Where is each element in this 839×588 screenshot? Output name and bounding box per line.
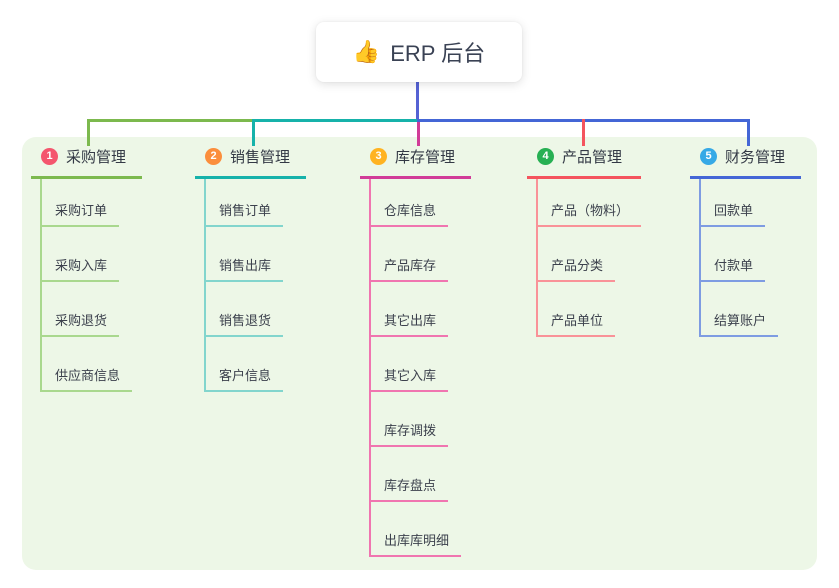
sub-node: 出库库明细 (371, 502, 471, 557)
branch-children: 回款单 付款单 结算账户 (699, 179, 801, 337)
sub-node-label[interactable]: 付款单 (701, 255, 766, 282)
sub-node-label[interactable]: 其它出库 (371, 310, 449, 337)
branch-title[interactable]: 1 采购管理 (31, 146, 143, 179)
sub-node: 产品单位 (538, 282, 641, 337)
sub-node: 付款单 (701, 227, 801, 282)
branch-number-badge: 5 (700, 148, 717, 165)
sub-node-label[interactable]: 销售出库 (206, 255, 284, 282)
sub-node: 库存调拨 (371, 392, 471, 447)
sub-node: 销售订单 (206, 179, 306, 227)
sub-node-label[interactable]: 产品库存 (371, 255, 449, 282)
sub-node: 采购退货 (42, 282, 142, 337)
thumbs-up-icon: 👍 (352, 39, 381, 64)
root-node-label: ERP 后台 (390, 41, 486, 66)
connector-line (582, 119, 585, 146)
sub-node: 供应商信息 (42, 337, 142, 392)
sub-node: 其它出库 (371, 282, 471, 337)
branch-title-label: 采购管理 (66, 149, 127, 166)
branch-title[interactable]: 5 财务管理 (690, 146, 802, 179)
branch-children: 销售订单 销售出库 销售退货 客户信息 (204, 179, 306, 392)
connector-line (417, 122, 420, 146)
connector-line (747, 119, 750, 146)
branch-number-badge: 2 (205, 148, 222, 165)
sub-node-label[interactable]: 供应商信息 (42, 365, 133, 392)
sub-node: 产品库存 (371, 227, 471, 282)
branch-number-badge: 1 (41, 148, 58, 165)
root-node-erp-backend[interactable]: 👍 ERP 后台 (316, 22, 522, 82)
sub-node-label[interactable]: 出库库明细 (371, 530, 462, 557)
sub-node: 销售退货 (206, 282, 306, 337)
branch-node: 5 财务管理 回款单 付款单 结算账户 (690, 146, 802, 337)
branch-title-label: 财务管理 (725, 149, 786, 166)
branch-node: 3 库存管理 仓库信息 产品库存 其它出库 其它入库 库存调拨 库存盘点 出库库… (360, 146, 472, 557)
sub-node-label[interactable]: 库存调拨 (371, 420, 449, 447)
sub-node: 其它入库 (371, 337, 471, 392)
sub-node-label[interactable]: 销售退货 (206, 310, 284, 337)
branch-title-label: 销售管理 (230, 149, 291, 166)
branch-children: 采购订单 采购入库 采购退货 供应商信息 (40, 179, 142, 392)
sub-node-label[interactable]: 产品（物料） (538, 200, 642, 227)
branch-title[interactable]: 3 库存管理 (360, 146, 472, 179)
connector-line (252, 119, 255, 146)
sub-node: 产品（物料） (538, 179, 642, 227)
branch-children: 产品（物料） 产品分类 产品单位 (536, 179, 642, 337)
branch-node: 4 产品管理 产品（物料） 产品分类 产品单位 (527, 146, 642, 337)
sub-node: 回款单 (701, 179, 801, 227)
sub-node-label[interactable]: 采购入库 (42, 255, 120, 282)
sub-node: 销售出库 (206, 227, 306, 282)
sub-node: 结算账户 (701, 282, 801, 337)
sub-node: 仓库信息 (371, 179, 471, 227)
connector-line (87, 119, 252, 122)
sub-node: 库存盘点 (371, 447, 471, 502)
branch-node: 1 采购管理 采购订单 采购入库 采购退货 供应商信息 (31, 146, 143, 392)
sub-node-label[interactable]: 仓库信息 (371, 200, 449, 227)
branch-title[interactable]: 2 销售管理 (195, 146, 307, 179)
branch-title[interactable]: 4 产品管理 (527, 146, 642, 179)
sub-node: 产品分类 (538, 227, 641, 282)
sub-node: 采购入库 (42, 227, 142, 282)
connector-line (87, 119, 90, 146)
branch-number-badge: 3 (370, 148, 387, 165)
sub-node: 采购订单 (42, 179, 142, 227)
connector-line (416, 82, 419, 122)
branches-background-panel (22, 137, 817, 570)
sub-node-label[interactable]: 回款单 (701, 200, 766, 227)
sub-node-label[interactable]: 产品单位 (538, 310, 616, 337)
branch-title-label: 产品管理 (562, 149, 623, 166)
branch-node: 2 销售管理 销售订单 销售出库 销售退货 客户信息 (195, 146, 307, 392)
connector-line (252, 119, 417, 122)
sub-node-label[interactable]: 库存盘点 (371, 475, 449, 502)
sub-node-label[interactable]: 销售订单 (206, 200, 284, 227)
branch-title-label: 库存管理 (395, 149, 456, 166)
branch-number-badge: 4 (537, 148, 554, 165)
branch-children: 仓库信息 产品库存 其它出库 其它入库 库存调拨 库存盘点 出库库明细 (369, 179, 471, 557)
sub-node: 客户信息 (206, 337, 306, 392)
sub-node-label[interactable]: 客户信息 (206, 365, 284, 392)
sub-node-label[interactable]: 结算账户 (701, 310, 779, 337)
sub-node-label[interactable]: 采购订单 (42, 200, 120, 227)
sub-node-label[interactable]: 产品分类 (538, 255, 616, 282)
sub-node-label[interactable]: 采购退货 (42, 310, 120, 337)
sub-node-label[interactable]: 其它入库 (371, 365, 449, 392)
